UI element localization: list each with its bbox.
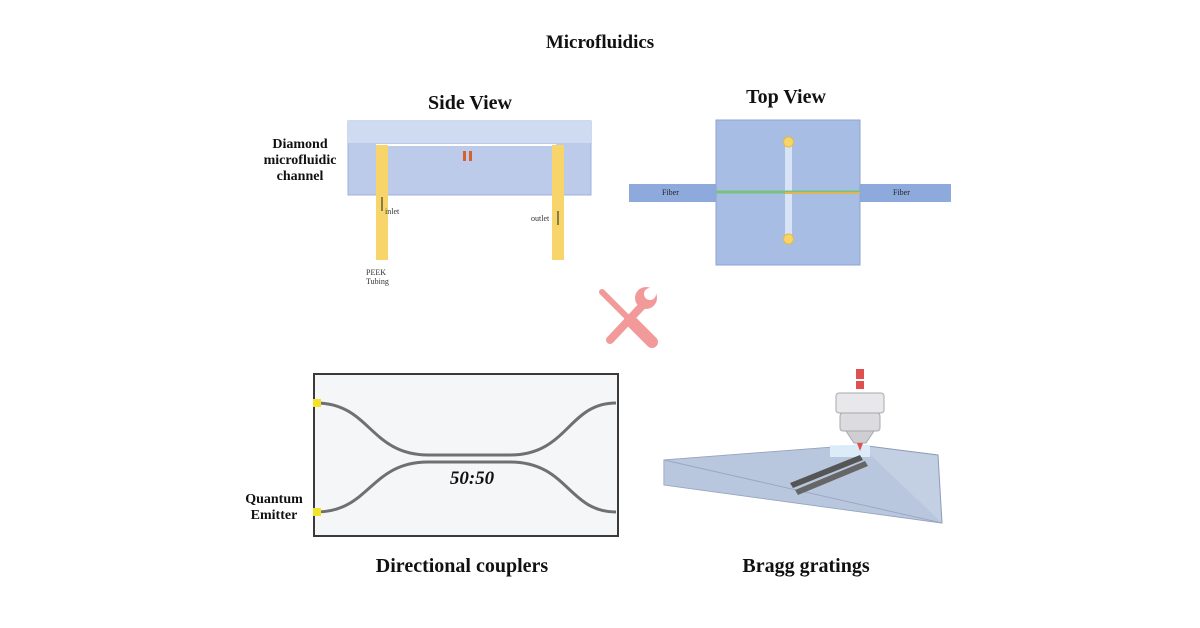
waveguide-upper xyxy=(315,401,617,457)
chip-top-layer xyxy=(348,121,591,143)
grating-bar-2 xyxy=(795,461,868,495)
top-view-diagram xyxy=(629,119,951,266)
side-view-title: Side View xyxy=(428,92,512,114)
tools-icon xyxy=(599,287,658,348)
bragg-caption: Bragg gratings xyxy=(742,555,870,577)
laser-spot xyxy=(830,445,870,457)
tubing-label-line-2: Tubing xyxy=(366,277,389,286)
tubing-label: PEEK Tubing xyxy=(366,268,389,286)
waveguide-lower xyxy=(315,460,617,514)
emitter-dot-lower xyxy=(313,508,321,516)
fiber-left-label: Fiber xyxy=(662,188,679,197)
emitter-label-line-1: Quantum xyxy=(245,492,303,507)
emitter-dot-upper xyxy=(313,399,321,407)
outlet-tubing xyxy=(552,145,564,260)
grating-bar-1 xyxy=(790,455,863,488)
bragg-diagram xyxy=(663,369,943,524)
laser-source xyxy=(856,369,864,379)
side-view-diagram xyxy=(347,120,592,260)
fiber-right xyxy=(859,184,951,202)
microscope-objective-icon xyxy=(835,392,885,414)
emitter-marker-left xyxy=(463,151,466,161)
coupler-ratio: 50:50 xyxy=(449,468,495,489)
tubing-label-line-1: PEEK xyxy=(366,268,386,277)
channel-label-line-2: microfluidic xyxy=(263,153,337,168)
outlet-label: outlet xyxy=(531,214,550,223)
page-title: Microfluidics xyxy=(545,32,655,53)
emitter-marker-right xyxy=(469,151,472,161)
channel-label-line-1: Diamond xyxy=(272,137,328,152)
top-port-upper xyxy=(783,136,794,148)
top-port-lower xyxy=(783,233,794,245)
emitter-label: Quantum Emitter xyxy=(236,492,312,524)
channel-label: Diamond microfluidic channel xyxy=(250,137,350,185)
fiber-right-label: Fiber xyxy=(893,188,910,197)
coupler-diagram xyxy=(313,373,619,537)
top-view-title: Top View xyxy=(746,86,826,108)
top-channel xyxy=(785,142,792,238)
channel-label-line-3: channel xyxy=(276,169,324,184)
inlet-label: inlet xyxy=(385,207,400,216)
fiber-left xyxy=(629,184,721,202)
coupler-caption: Directional couplers xyxy=(375,555,549,577)
laser-beam xyxy=(857,443,863,451)
emitter-label-line-2: Emitter xyxy=(250,508,298,523)
